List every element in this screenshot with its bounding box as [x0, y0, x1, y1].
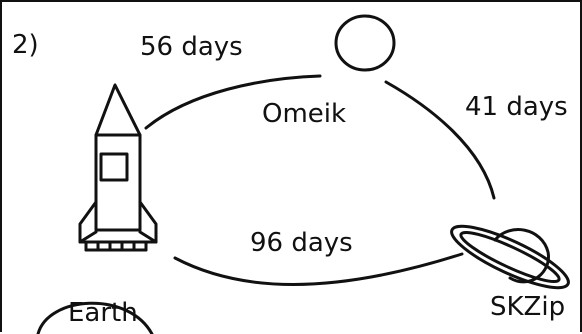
- earth-outline-icon: [36, 301, 154, 334]
- label-omeik-skzip-duration: 41 days: [465, 92, 568, 122]
- label-omeik: Omeik: [262, 99, 347, 129]
- route-earth-omeik: [144, 74, 322, 130]
- label-earth: Earth: [68, 298, 138, 328]
- label-skzip-earth-duration: 96 days: [250, 228, 353, 258]
- ringed-planet-icon: [450, 224, 570, 290]
- moon-circle-icon: [334, 14, 396, 72]
- rocket-icon: [78, 83, 158, 252]
- route-skzip-earth: [173, 252, 464, 286]
- label-skzip: SKZip: [490, 292, 566, 322]
- label-earth-omeik-duration: 56 days: [140, 32, 243, 62]
- route-omeik-skzip: [384, 80, 496, 200]
- question-number: 2): [12, 30, 39, 60]
